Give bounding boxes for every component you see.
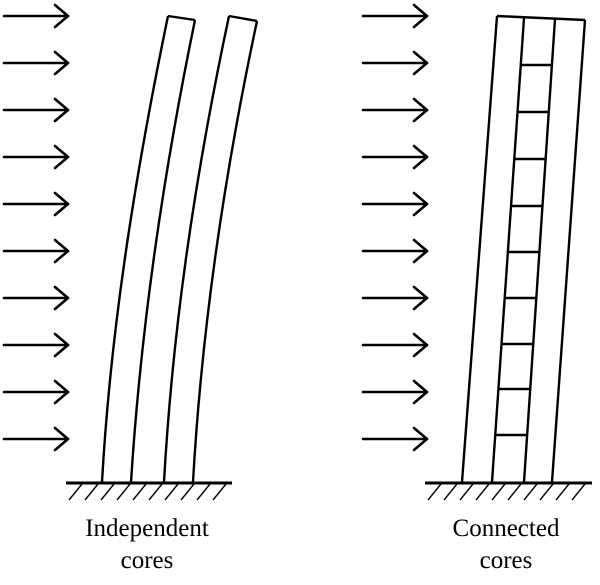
load-arrow-left-8 <box>2 332 70 358</box>
caption-connected-cores: Connected cores <box>406 513 600 577</box>
load-arrow-right-9 <box>361 379 429 405</box>
core-1-left-wall <box>100 15 170 483</box>
ground-hatching-left <box>68 483 227 501</box>
lateral-load-arrows-independent <box>2 3 70 452</box>
hatch-mark-left-3 <box>100 483 115 501</box>
hatch-mark-right-1 <box>427 483 442 501</box>
load-arrow-right-2 <box>361 50 429 76</box>
hatch-mark-right-6 <box>507 483 522 501</box>
load-arrow-left-10 <box>2 426 70 452</box>
load-arrow-left-9 <box>2 379 70 405</box>
connected-core-inner-right-wall <box>522 18 557 483</box>
ground-support-independent <box>66 481 232 501</box>
caption-connected-line2: cores <box>479 547 533 574</box>
coupling-beams <box>495 63 552 437</box>
connected-core-top-cap <box>496 14 586 22</box>
load-arrow-right-8 <box>361 332 429 358</box>
caption-independent-line2: cores <box>120 547 174 574</box>
connected-core-outer-right-wall <box>550 19 587 483</box>
core-2-left-wall <box>162 15 231 483</box>
hatch-mark-left-10 <box>212 483 227 501</box>
hatch-mark-right-5 <box>491 483 506 501</box>
independent-cores-structure <box>100 14 259 483</box>
load-arrow-left-7 <box>2 285 70 311</box>
caption-independent-cores: Independent cores <box>47 513 247 577</box>
load-arrow-left-1 <box>2 3 70 29</box>
caption-connected-line1: Connected <box>452 515 560 542</box>
ground-hatching-right <box>427 483 586 501</box>
load-arrow-right-3 <box>361 97 429 123</box>
load-arrow-right-4 <box>361 144 429 170</box>
core-1-top-cap <box>167 14 196 22</box>
load-arrow-left-2 <box>2 50 70 76</box>
core-2-top-cap <box>228 14 258 23</box>
hatch-mark-right-4 <box>475 483 490 501</box>
load-arrow-left-5 <box>2 191 70 217</box>
hatch-mark-right-9 <box>555 483 570 501</box>
hatch-mark-left-8 <box>180 483 195 501</box>
hatch-mark-left-9 <box>196 483 211 501</box>
load-arrow-right-10 <box>361 426 429 452</box>
connected-core-inner-left-wall <box>490 17 526 483</box>
hatch-mark-left-1 <box>68 483 83 501</box>
connected-core-outer-left-wall <box>460 15 499 483</box>
load-arrow-right-7 <box>361 285 429 311</box>
load-arrow-right-5 <box>361 191 429 217</box>
hatch-mark-right-10 <box>571 483 586 501</box>
connected-cores-structure <box>460 14 587 483</box>
hatch-mark-right-2 <box>443 483 458 501</box>
load-arrow-left-6 <box>2 238 70 264</box>
hatch-mark-right-7 <box>523 483 538 501</box>
hatch-mark-left-5 <box>132 483 147 501</box>
hatch-mark-right-8 <box>539 483 554 501</box>
hatch-mark-left-6 <box>148 483 163 501</box>
load-arrow-left-3 <box>2 97 70 123</box>
ground-support-connected <box>425 481 592 501</box>
core-2-right-wall <box>191 20 259 483</box>
hatch-mark-right-3 <box>459 483 474 501</box>
load-arrow-left-4 <box>2 144 70 170</box>
hatch-mark-left-2 <box>84 483 99 501</box>
hatch-mark-left-7 <box>164 483 179 501</box>
caption-independent-line1: Independent <box>85 515 209 542</box>
hatch-mark-left-4 <box>116 483 131 501</box>
lateral-load-arrows-connected <box>361 3 429 452</box>
load-arrow-right-6 <box>361 238 429 264</box>
load-arrow-right-1 <box>361 3 429 29</box>
core-1-right-wall <box>129 19 197 483</box>
